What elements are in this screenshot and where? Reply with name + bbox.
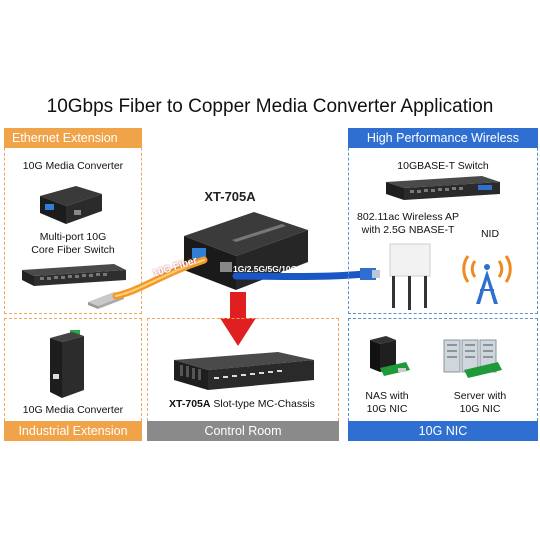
core-fiber-switch-image	[22, 264, 126, 286]
downlink-arrow-icon	[220, 292, 256, 346]
ethernet-converter-label: 10G Media Converter	[22, 160, 124, 172]
control-room-header: Control Room	[147, 421, 339, 441]
wireless-ap-image	[389, 243, 431, 310]
ethernet-extension-header: Ethernet Extension	[4, 128, 142, 148]
chassis-desc: Slot-type MC-Chassis	[210, 398, 315, 410]
wireless-switch-label: 10GBASE-T Switch	[397, 160, 489, 172]
wireless-ap-label-line2: with 2.5G NBASE-T	[361, 224, 455, 236]
core-switch-label-line2: Core Fiber Switch	[31, 244, 115, 256]
core-switch-label-line1: Multi-port 10G	[39, 231, 107, 243]
wireless-header: High Performance Wireless	[348, 128, 538, 148]
copper-label: 1G/2.5G/5G/10GBASE-T	[233, 264, 329, 274]
core-switch-label: Multi-port 10G Core Fiber Switch	[4, 231, 142, 257]
chassis-label: XT-705A Slot-type MC-Chassis	[147, 398, 337, 411]
page-title: 10Gbps Fiber to Copper Media Converter A…	[46, 96, 494, 117]
nid-label: NID	[480, 228, 500, 240]
nas-label-line1: NAS with	[365, 390, 409, 402]
nic-header: 10G NIC	[348, 421, 538, 441]
industrial-converter-label: 10G Media Converter	[22, 404, 124, 416]
server-label-line1: Server with	[453, 390, 507, 402]
chassis-model: XT-705A	[169, 398, 211, 410]
server-label-line2: 10G NIC	[459, 403, 501, 415]
industrial-extension-header: Industrial Extension	[4, 421, 142, 441]
media-converter-image	[40, 186, 102, 224]
nas-label-line2: 10G NIC	[366, 403, 408, 415]
nas-image	[370, 336, 410, 376]
wireless-ap-label-line1: 802.11ac Wireless AP	[357, 211, 459, 223]
wireless-ap-label: 802.11ac Wireless AP with 2.5G NBASE-T	[348, 211, 468, 237]
fiber-cable	[112, 256, 208, 300]
server-label: Server with 10G NIC	[432, 390, 528, 416]
nid-tower-icon	[462, 255, 512, 304]
nas-label: NAS with 10G NIC	[352, 390, 422, 416]
server-image	[443, 339, 502, 378]
10gbase-t-switch-image	[386, 176, 500, 200]
mc-chassis-image	[174, 352, 314, 390]
industrial-converter-image	[50, 330, 84, 398]
copper-cable	[232, 268, 380, 280]
xt-705a-title: XT-705A	[204, 189, 256, 204]
